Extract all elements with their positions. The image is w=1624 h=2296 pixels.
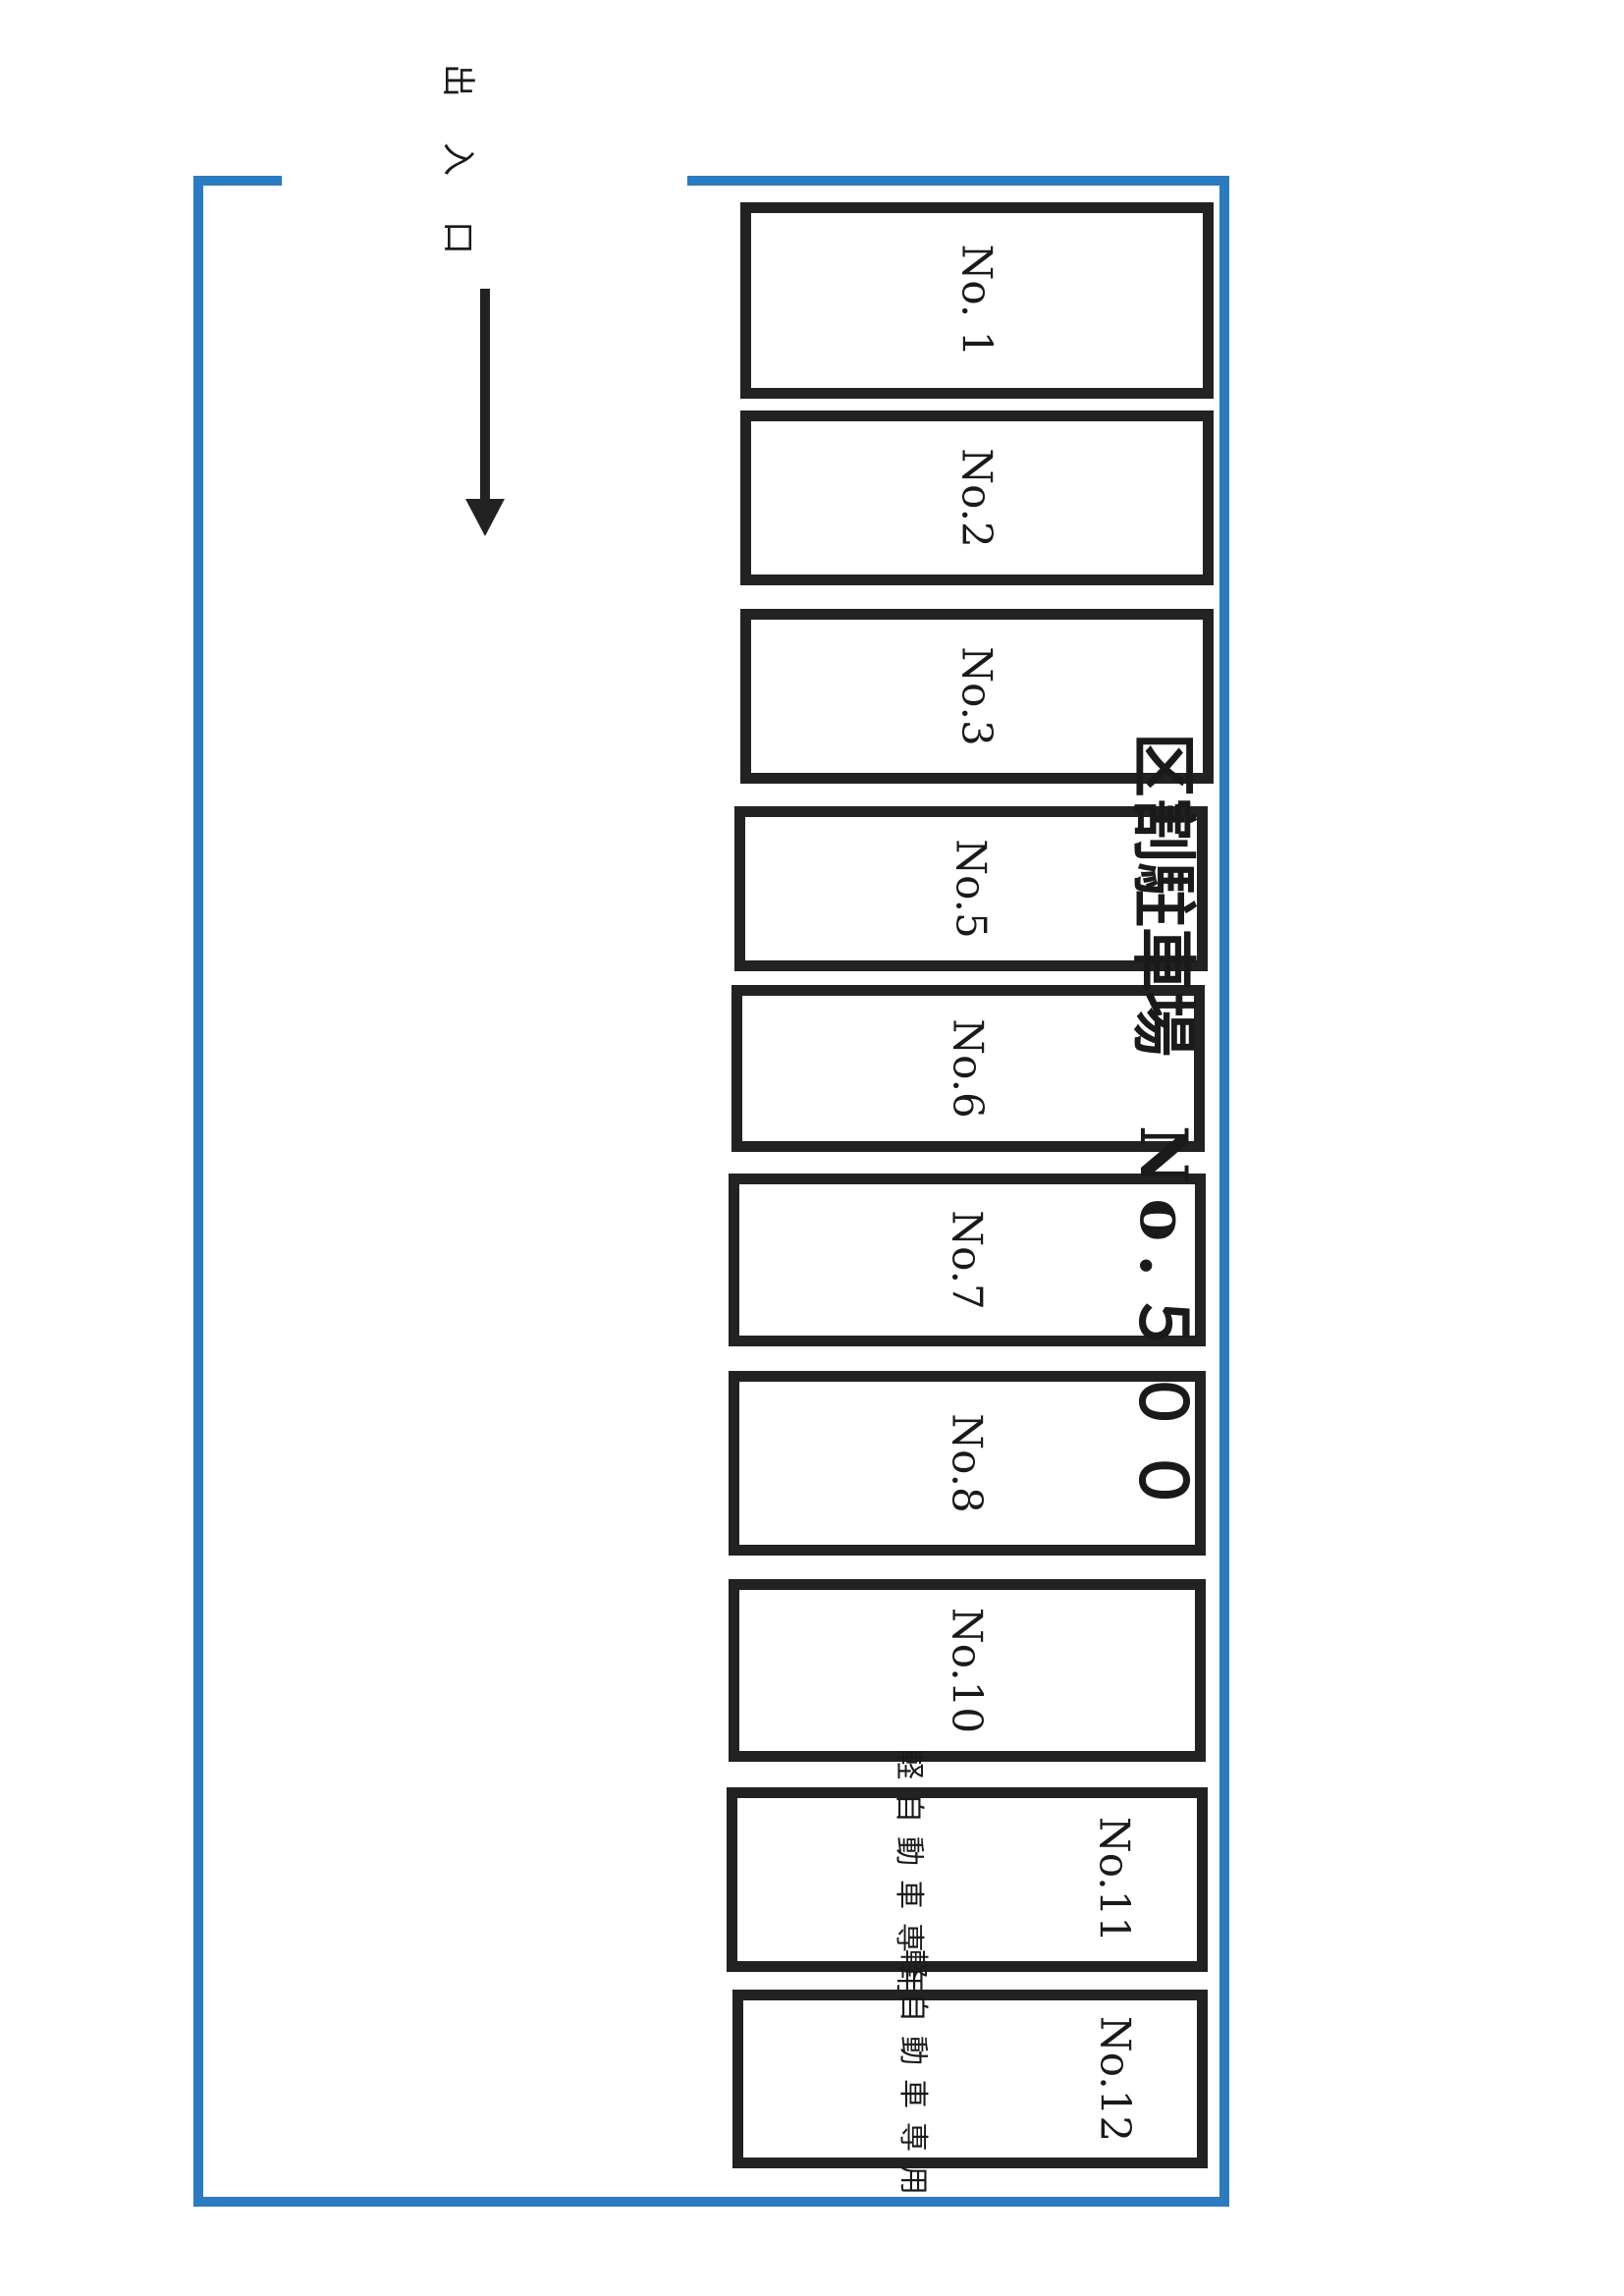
boundary-right bbox=[1219, 176, 1229, 2207]
entrance-label: 出入口 bbox=[438, 64, 478, 300]
parking-space-12: No.12 軽自動車専用 bbox=[732, 1949, 1208, 2209]
parking-space-2: No.2 bbox=[740, 410, 1214, 585]
parking-space-5: No.5 bbox=[734, 806, 1208, 971]
parking-space-1: No. 1 bbox=[740, 202, 1214, 399]
boundary-bottom bbox=[193, 2197, 1229, 2207]
parking-space-3: No.3 bbox=[740, 609, 1214, 784]
space-label: No.2 bbox=[952, 448, 1001, 548]
parking-space-7: No.7 bbox=[729, 1174, 1206, 1346]
lot-name: 区割駐車場 bbox=[1125, 732, 1202, 1057]
parking-space-11: No.11 軽自動車専用 bbox=[727, 1750, 1208, 2009]
space-label: No. 1 bbox=[952, 244, 1001, 357]
parking-space-10: No.10 bbox=[729, 1579, 1206, 1762]
kei-car-only-note: 軽自動車専用 bbox=[894, 1949, 930, 2209]
arrow-down-icon bbox=[480, 289, 490, 505]
parking-space-8: No.8 bbox=[729, 1371, 1206, 1556]
space-label: No.8 bbox=[943, 1413, 992, 1513]
boundary-left bbox=[193, 176, 203, 2207]
space-label: No.10 bbox=[943, 1607, 992, 1734]
lot-number: No.５００ bbox=[1125, 1124, 1202, 1527]
boundary-top-left bbox=[193, 176, 282, 186]
space-label: No.5 bbox=[947, 839, 996, 939]
parking-space-6: No.6 bbox=[731, 985, 1205, 1152]
space-label: No.3 bbox=[952, 646, 1001, 746]
space-label: No.7 bbox=[943, 1210, 992, 1310]
space-label: No.6 bbox=[944, 1018, 993, 1119]
arrow-head bbox=[465, 499, 505, 536]
page-title: 区割駐車場 No.５００ bbox=[1125, 733, 1208, 1526]
space-label: No.11 bbox=[1090, 1816, 1139, 1943]
boundary-top-right bbox=[687, 176, 1229, 186]
space-label: No.12 bbox=[1091, 2015, 1140, 2143]
